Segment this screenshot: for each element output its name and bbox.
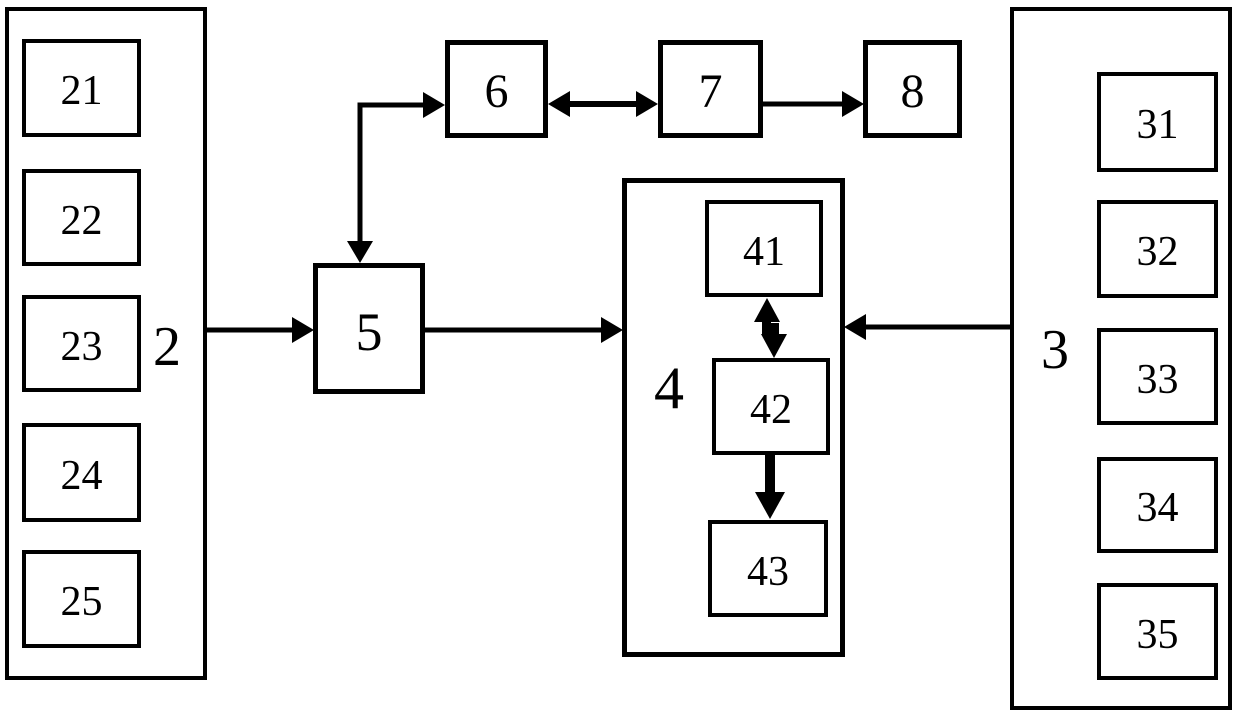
node-23: 23 — [22, 295, 141, 392]
node-42: 42 — [712, 358, 830, 455]
group-2-container — [5, 7, 207, 680]
elbow-5-6 — [347, 92, 445, 263]
node-32: 32 — [1097, 200, 1218, 298]
arrow-7-to-8 — [763, 91, 864, 117]
arrow-2-to-5 — [207, 317, 314, 343]
node-7: 7 — [658, 40, 763, 138]
group-2-label: 2 — [153, 316, 181, 378]
arrow-42-to-43 — [755, 453, 785, 519]
arrow-41-42-bidirectional — [754, 298, 787, 358]
group-4-container — [622, 178, 845, 657]
node-31: 31 — [1097, 72, 1218, 172]
group-3-label: 3 — [1041, 319, 1069, 381]
group-4-label: 4 — [654, 355, 684, 421]
node-41: 41 — [705, 200, 823, 297]
node-34: 34 — [1097, 457, 1218, 553]
node-5: 5 — [313, 263, 425, 394]
node-22: 22 — [22, 169, 141, 266]
node-33: 33 — [1097, 328, 1218, 425]
arrow-6-7-bidirectional — [548, 91, 658, 117]
arrow-3-to-4 — [844, 314, 1010, 340]
group-3-container — [1010, 7, 1232, 710]
node-21: 21 — [22, 39, 141, 137]
node-6: 6 — [445, 40, 548, 138]
node-8: 8 — [863, 40, 962, 138]
node-35: 35 — [1097, 583, 1218, 680]
node-24: 24 — [22, 423, 141, 522]
node-43: 43 — [708, 520, 828, 617]
arrow-5-to-4 — [423, 317, 623, 343]
node-25: 25 — [22, 550, 141, 648]
